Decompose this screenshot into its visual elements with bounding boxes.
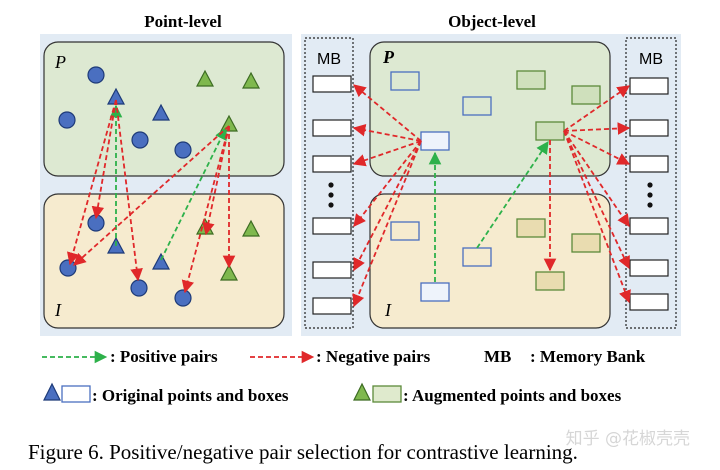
negative-pair-arrow: [73, 125, 230, 266]
negative-pair-arrow: [563, 85, 631, 132]
negative-pair-arrow: [66, 99, 117, 266]
augmented-triangle: [242, 71, 260, 89]
negative-pair-arrow: [563, 130, 630, 270]
original-box: [390, 221, 420, 241]
legend: : Positive pairs : Negative pairs MB : M…: [42, 347, 646, 405]
original-point: [131, 131, 149, 149]
augmented-box: [516, 70, 546, 90]
legend-original-box: [61, 385, 91, 403]
memory-bank-slot: [312, 155, 352, 173]
legend-augmented-triangle: [353, 382, 371, 401]
ellipsis-dot: [647, 202, 653, 208]
negative-pair-arrow: [353, 140, 422, 272]
original-point: [174, 141, 192, 159]
original-point: [130, 279, 148, 297]
original-box: [420, 282, 450, 302]
augmented-box: [535, 271, 565, 291]
figure-caption: Figure 6. Positive/negative pair selecti…: [28, 440, 578, 464]
legend-negative-label: : Negative pairs: [316, 347, 431, 366]
memory-bank-right: MB: [625, 37, 677, 329]
legend-original-triangle: [43, 382, 61, 401]
legend-augmented-label: : Augmented points and boxes: [403, 386, 622, 405]
legend-mb-full: : Memory Bank: [530, 347, 646, 366]
memory-bank-left-frame: [304, 37, 354, 329]
original-point: [87, 214, 105, 232]
augmented-triangle: [220, 263, 238, 281]
memory-bank-right-label: MB: [639, 51, 663, 68]
original-point: [58, 111, 76, 129]
object-i-panel: [369, 193, 611, 329]
memory-bank-slot: [629, 259, 669, 277]
object-level-arrows: [352, 84, 631, 308]
object-p-label: P: [382, 47, 395, 67]
ellipsis-dot: [647, 192, 653, 198]
memory-bank-left: MB: [304, 37, 354, 329]
point-level-header: Point-level: [144, 12, 222, 31]
augmented-box: [571, 85, 601, 105]
memory-bank-slot: [629, 119, 669, 137]
memory-bank-slot: [312, 297, 352, 315]
original-box: [390, 71, 420, 91]
ellipsis-dot: [328, 202, 334, 208]
point-level-arrows: [66, 99, 236, 294]
negative-pair-arrow: [352, 140, 422, 167]
negative-pair-arrow: [353, 140, 422, 227]
original-box: [462, 96, 492, 116]
memory-bank-slot: [629, 217, 669, 235]
watermark: 知乎 @花椒壳壳: [566, 429, 690, 449]
negative-pair-arrow: [91, 99, 117, 220]
positive-pair-arrow: [476, 140, 549, 249]
augmented-box: [535, 121, 565, 141]
object-i-label: I: [384, 300, 392, 320]
original-box: [420, 131, 450, 151]
memory-bank-left-label: MB: [317, 51, 341, 68]
original-point: [87, 66, 105, 84]
negative-pair-arrow: [563, 130, 630, 228]
negative-pair-arrow: [563, 130, 631, 165]
original-point: [59, 259, 77, 277]
original-point: [174, 289, 192, 307]
memory-bank-slot: [629, 77, 669, 95]
point-p-label: P: [54, 52, 66, 72]
negative-pair-arrow: [563, 122, 631, 135]
negative-pair-arrow: [115, 99, 143, 282]
positive-pair-arrow: [160, 126, 227, 261]
negative-pair-arrow: [563, 130, 631, 304]
negative-pair-arrow: [352, 140, 422, 308]
augmented-box: [571, 233, 601, 253]
negative-pair-arrow: [202, 125, 230, 236]
augmented-triangle: [242, 219, 260, 237]
memory-bank-slot: [629, 293, 669, 311]
legend-mb-abbrev: MB: [484, 347, 511, 366]
memory-bank-slot: [629, 155, 669, 173]
augmented-box: [516, 218, 546, 238]
original-triangle: [152, 103, 170, 121]
object-level-header: Object-level: [448, 12, 536, 31]
legend-original-label: : Original points and boxes: [92, 386, 289, 405]
legend-augmented-box: [372, 385, 402, 403]
augmented-triangle: [196, 69, 214, 87]
legend-positive-label: : Positive pairs: [110, 347, 218, 366]
point-i-label: I: [54, 300, 62, 320]
negative-pair-arrow: [352, 123, 422, 142]
memory-bank-slot: [312, 119, 352, 137]
negative-pair-arrow: [353, 84, 422, 142]
ellipsis-dot: [647, 182, 653, 188]
memory-bank-slot: [312, 217, 352, 235]
negative-pair-arrow: [181, 125, 230, 294]
ellipsis-dot: [328, 182, 334, 188]
original-triangle: [152, 252, 170, 270]
point-p-panel: [43, 41, 285, 177]
object-level-boxes: [390, 70, 601, 302]
memory-bank-right-frame: [625, 37, 677, 329]
memory-bank-slot: [312, 261, 352, 279]
memory-bank-slot: [312, 75, 352, 93]
ellipsis-dot: [328, 192, 334, 198]
